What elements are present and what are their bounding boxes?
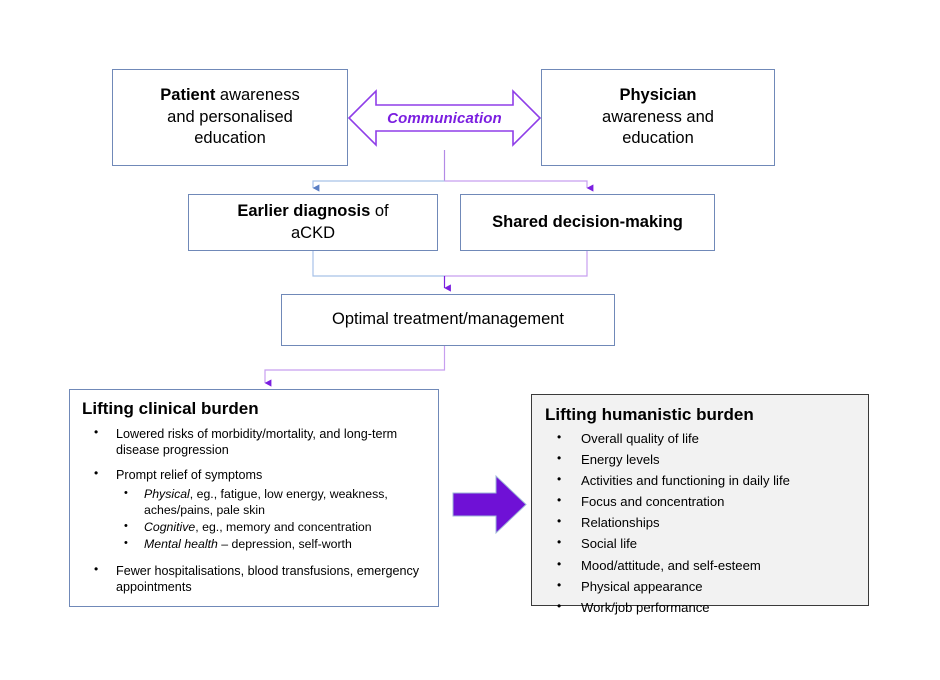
node-patient-text: Patient awareness and personalised educa…: [152, 85, 307, 150]
humanistic-bullet-text: Physical appearance: [581, 578, 703, 594]
list-item: Overall quality of life: [545, 431, 858, 446]
clinical-panel-title: Lifting clinical burden: [82, 399, 259, 418]
list-item: Focus and concentration: [545, 494, 858, 510]
node-earlier-rest: of: [370, 201, 389, 220]
node-earlier-bold: Earlier diagnosis: [237, 201, 371, 220]
node-physician-bold: Physician: [619, 85, 697, 104]
node-patient-bold: Patient: [160, 85, 216, 104]
humanistic-bullet-text: Activities and functioning in daily life: [581, 473, 790, 489]
list-item: Mental health – depression, self-worth: [116, 536, 428, 553]
communication-label: Communication: [347, 86, 542, 150]
panel-lifting-clinical-burden: Lifting clinical burden Lowered risks of…: [69, 389, 439, 607]
humanistic-bullet-text: Energy levels: [581, 452, 660, 468]
node-earlier-diagnosis[interactable]: Earlier diagnosis of aCKD: [188, 194, 438, 251]
sub-bullet-rest: – depression, self-worth: [217, 536, 352, 551]
humanistic-bullet-text: Social life: [581, 536, 638, 552]
list-item: Cognitive, eg., memory and concentration: [116, 519, 428, 536]
node-physician-awareness[interactable]: Physician awareness and education: [541, 69, 775, 166]
list-item: Activities and functioning in daily life: [545, 473, 858, 489]
node-shared-decision-making[interactable]: Shared decision-making: [460, 194, 715, 251]
communication-double-arrow: [347, 86, 542, 150]
node-earlier-text: Earlier diagnosis of aCKD: [229, 201, 396, 245]
clinical-bullet-text: Prompt relief of symptoms: [116, 468, 263, 483]
node-optimal-text: Optimal treatment/management: [331, 310, 565, 329]
sub-bullet-italic: Physical: [144, 487, 190, 502]
list-item: Mood/attitude, and self-esteem: [545, 557, 858, 573]
wire-comm-to-shared: [444, 180, 594, 192]
node-shared-text: Shared decision-making: [492, 212, 683, 231]
list-item: Relationships: [545, 515, 858, 531]
humanistic-bullet-list: Overall quality of life Energy levels Ac…: [545, 431, 858, 615]
sub-bullet-italic: Mental health: [144, 536, 218, 551]
list-item: Fewer hospitalisations, blood transfusio…: [82, 562, 428, 595]
clinical-bullet-list: Lowered risks of morbidity/mortality, an…: [82, 425, 428, 595]
right-block-arrow-icon: [452, 473, 527, 536]
node-patient-awareness[interactable]: Patient awareness and personalised educa…: [112, 69, 348, 166]
list-item: Social life: [545, 536, 858, 552]
humanistic-bullet-text: Work/job performance: [581, 599, 710, 615]
wire-earlier-to-optimal: [312, 251, 445, 277]
clinical-sub-bullet-list: Physical, eg., fatigue, low energy, weak…: [116, 486, 428, 553]
node-patient-line3: education: [194, 129, 266, 148]
list-item: Lowered risks of morbidity/mortality, an…: [82, 425, 428, 458]
humanistic-bullet-text: Mood/attitude, and self-esteem: [581, 557, 761, 573]
wire-comm-to-earlier: [312, 180, 445, 192]
humanistic-bullet-text: Overall quality of life: [581, 431, 699, 446]
sub-bullet-rest: , eg., fatigue, low energy, weakness, ac…: [144, 487, 388, 518]
humanistic-bullet-text: Relationships: [581, 515, 660, 531]
list-item: Energy levels: [545, 452, 858, 468]
humanistic-bullet-text: Focus and concentration: [581, 494, 725, 510]
clinical-bullet-text: Fewer hospitalisations, blood transfusio…: [116, 564, 420, 595]
list-item: Physical, eg., fatigue, low energy, weak…: [116, 486, 428, 518]
list-item: Physical appearance: [545, 578, 858, 594]
sub-bullet-italic: Cognitive: [144, 519, 196, 534]
node-physician-line2: awareness and: [602, 107, 714, 126]
node-physician-line3: education: [622, 129, 694, 148]
node-patient-line2: and personalised: [167, 107, 293, 126]
wire-shared-to-optimal: [444, 251, 588, 277]
sub-bullet-rest: , eg., memory and concentration: [195, 519, 372, 534]
clinical-bullet-text: Lowered risks of morbidity/mortality, an…: [116, 427, 398, 458]
humanistic-panel-title: Lifting humanistic burden: [545, 405, 754, 424]
node-physician-text: Physician awareness and education: [594, 85, 722, 150]
node-patient-line1-rest: awareness: [215, 85, 300, 104]
list-item: Prompt relief of symptoms Physical, eg.,…: [82, 466, 428, 553]
panel-lifting-humanistic-burden: Lifting humanistic burden Overall qualit…: [531, 394, 869, 614]
communication-label-text: Communication: [387, 109, 502, 127]
list-item: Work/job performance: [545, 599, 858, 615]
wire-optimal-to-clinical: [264, 346, 446, 387]
node-earlier-line2: aCKD: [290, 223, 335, 242]
node-optimal-treatment[interactable]: Optimal treatment/management: [281, 294, 615, 346]
